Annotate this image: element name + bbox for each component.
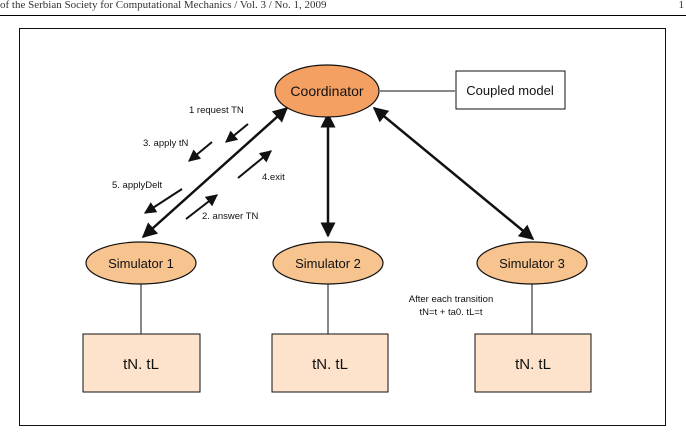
simulator-1-label: Simulator 1 (108, 256, 174, 271)
simulator-1-node: Simulator 1 (85, 241, 197, 285)
header-rule (0, 15, 686, 16)
transition-note-line-1: After each transition (409, 294, 494, 305)
simulator-2-label: Simulator 2 (295, 256, 361, 271)
state-box-1: tN. tL (82, 333, 201, 393)
coupled-model-box: Coupled model (455, 70, 566, 110)
arrow-request-tn (225, 123, 249, 143)
state-2-label: tN. tL (312, 356, 348, 373)
state-box-2: tN. tL (271, 333, 389, 393)
state-3-label: tN. tL (515, 356, 551, 373)
page-header: of the Serbian Society for Computational… (0, 0, 686, 14)
coordinator-label: Coordinator (290, 83, 363, 99)
coordinator-node: Coordinator (274, 64, 380, 118)
arrow-answer-tn (185, 194, 218, 220)
link-coordinator-simulator1 (141, 106, 289, 239)
journal-citation: of the Serbian Society for Computational… (0, 0, 327, 11)
arrow-apply-tn (188, 141, 213, 162)
link-coordinator-simulator3 (372, 107, 535, 240)
simulator-2-node: Simulator 2 (272, 241, 384, 285)
coupled-model-label: Coupled model (466, 83, 554, 98)
message-apply-tn: 3. apply tN (143, 138, 189, 149)
simulator-3-node: Simulator 3 (476, 241, 588, 285)
simulator-3-label: Simulator 3 (499, 256, 565, 271)
arrow-apply-delt (143, 188, 183, 214)
transition-note-line-2: tN=t + ta0. tL=t (419, 307, 482, 318)
message-answer-tn: 2. answer TN (202, 211, 258, 222)
message-apply-delt: 5. applyDelt (112, 180, 163, 191)
message-request-tn: 1 request TN (189, 105, 244, 116)
arrow-exit (237, 150, 272, 179)
state-box-3: tN. tL (474, 333, 592, 393)
state-1-label: tN. tL (123, 356, 159, 373)
message-exit: 4.exit (262, 172, 285, 183)
page-number: 1 (678, 0, 685, 11)
